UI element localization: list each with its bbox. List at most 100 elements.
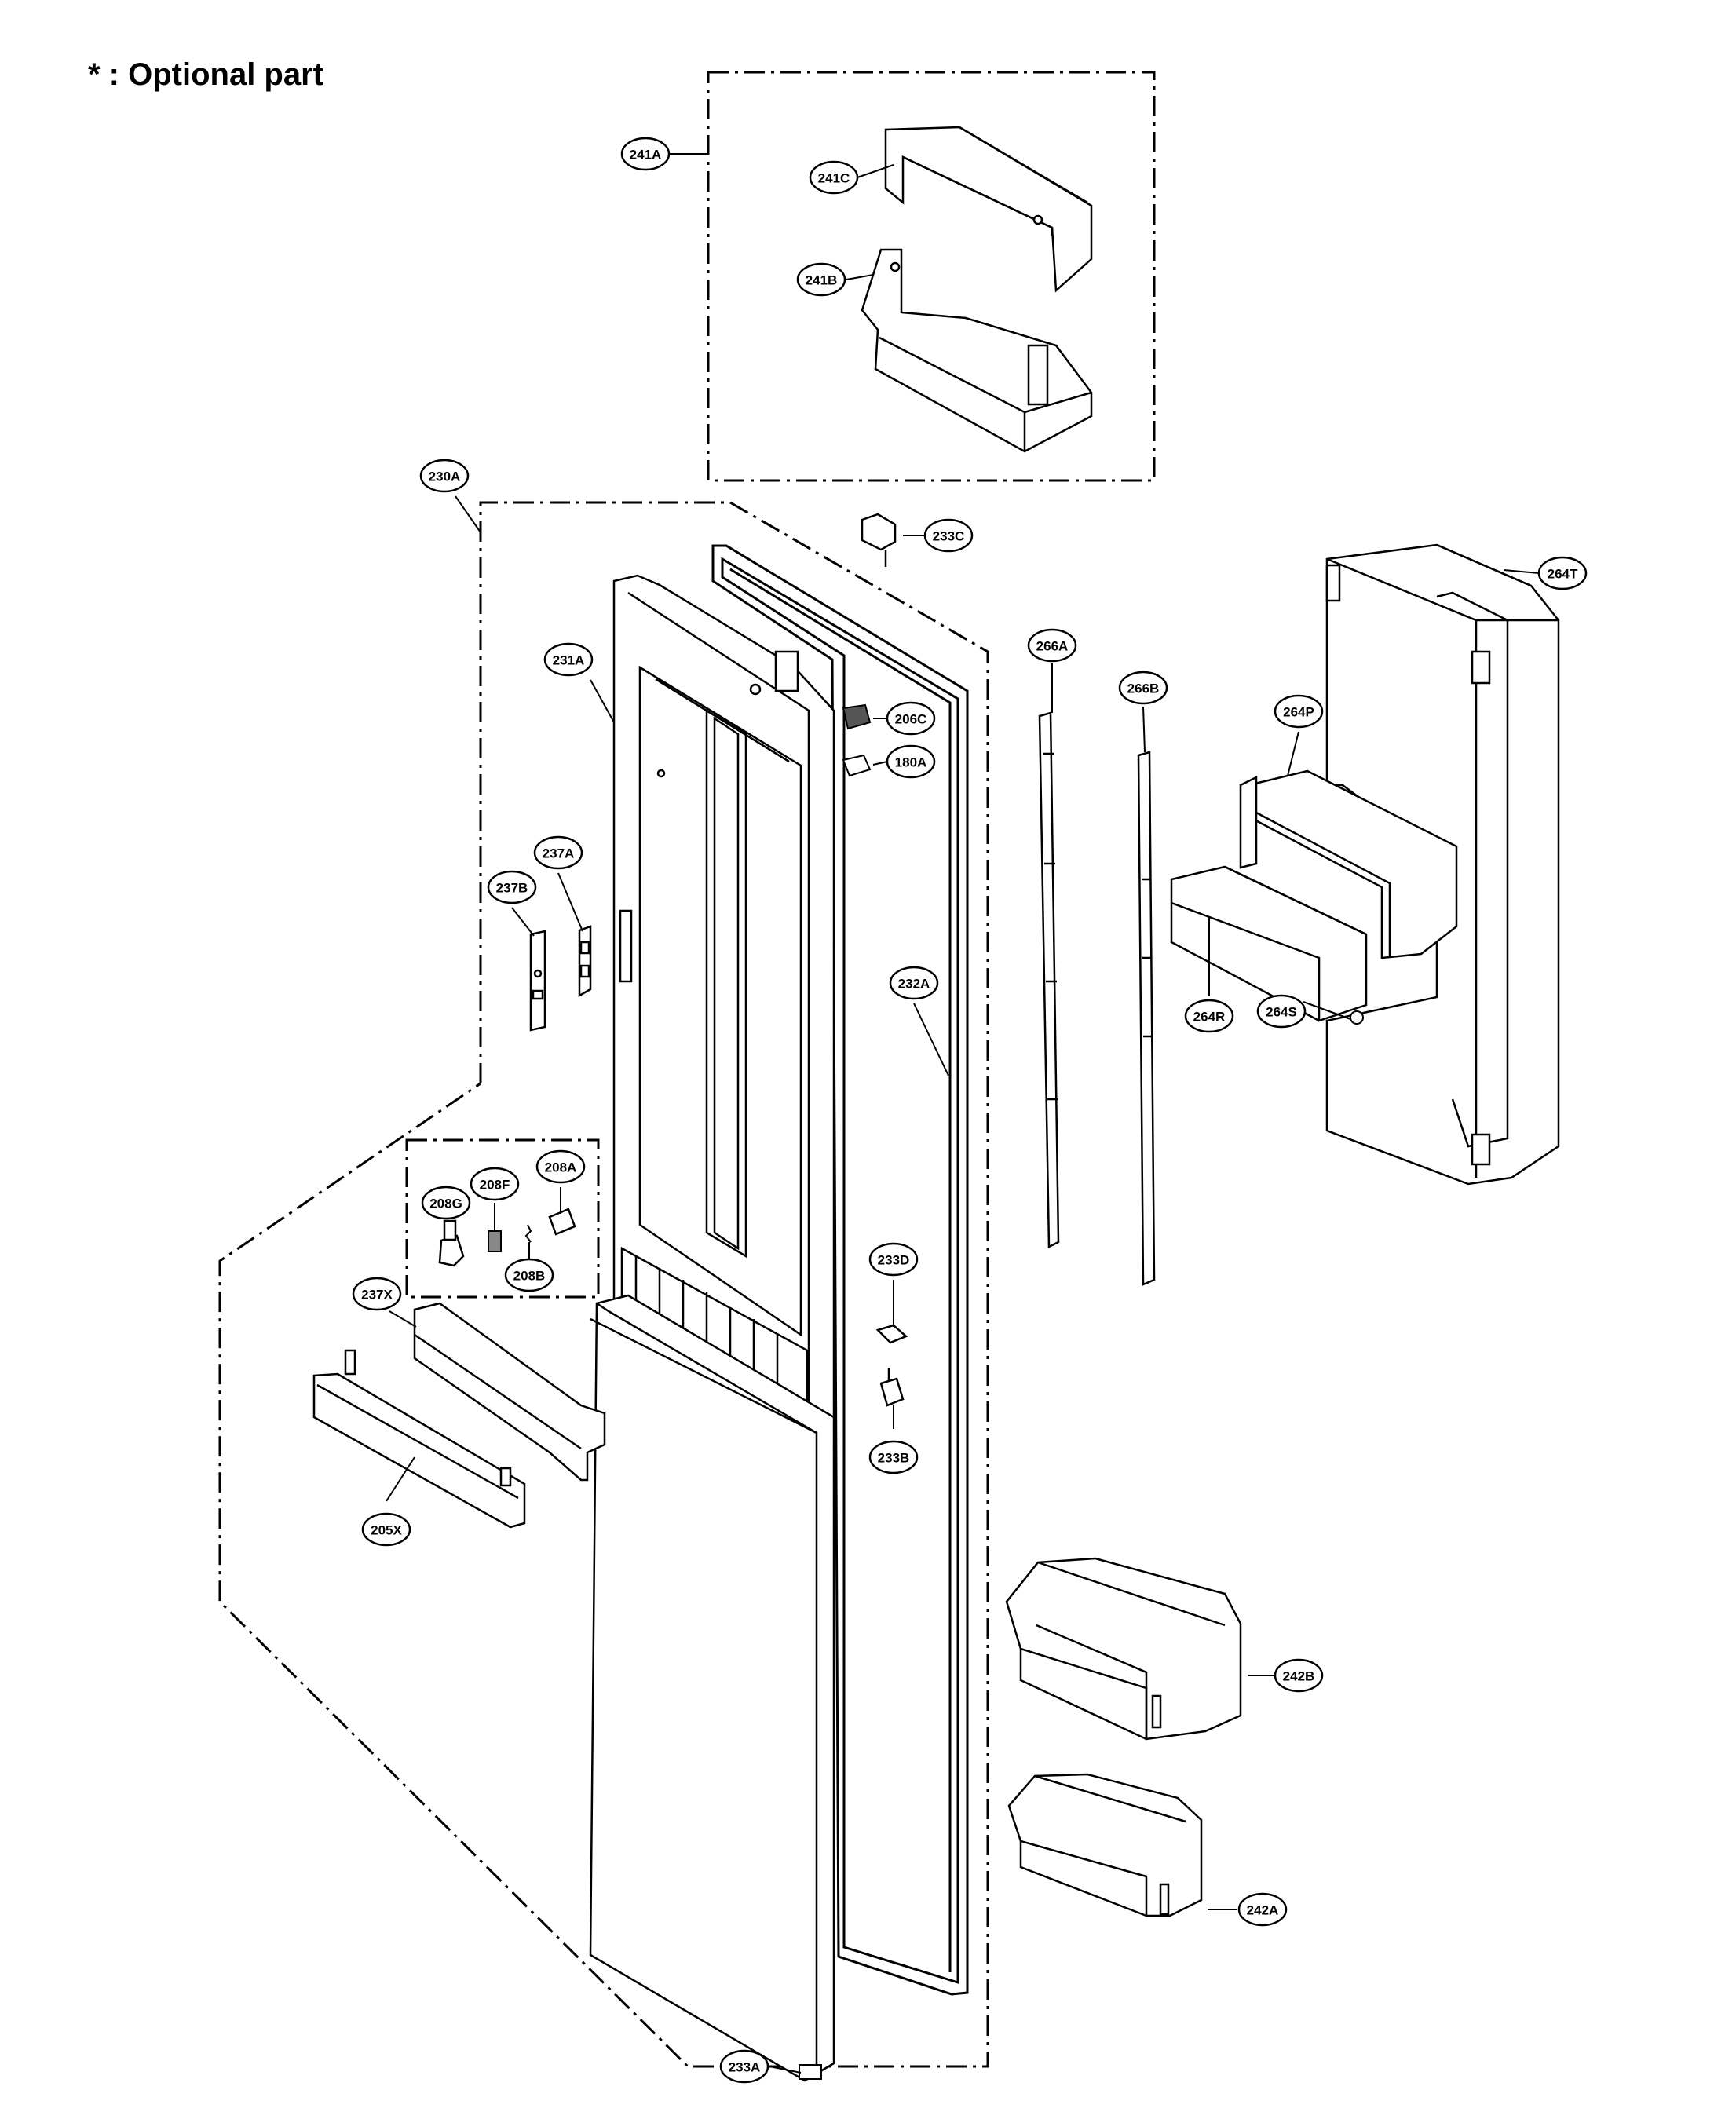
label-232A: 232A xyxy=(898,977,930,992)
label-264S: 264S xyxy=(1266,1005,1297,1020)
part-233C-hinge-cap xyxy=(861,513,897,567)
leader-264P xyxy=(1287,731,1299,776)
label-237A: 237A xyxy=(543,846,575,861)
part-264R-sub-bin xyxy=(1170,865,1368,1022)
label-241C: 241C xyxy=(818,171,850,186)
leader-230A xyxy=(455,495,481,533)
label-230A: 230A xyxy=(429,470,461,484)
part-241C-bin-cover xyxy=(884,126,1093,293)
callout-231A xyxy=(543,642,594,677)
part-233D-stopper xyxy=(875,1324,908,1344)
part-237B-strip xyxy=(529,930,546,1032)
part-237X-handle-cover xyxy=(413,1302,606,1482)
part-266B-rail xyxy=(1137,751,1156,1286)
label-264P: 264P xyxy=(1283,705,1314,720)
part-208B-spring xyxy=(524,1224,532,1243)
callout-241B xyxy=(796,262,846,297)
label-206C: 206C xyxy=(895,712,927,727)
callout-237A xyxy=(533,835,583,870)
part-264S-clip xyxy=(1350,1010,1364,1025)
label-266B: 266B xyxy=(1127,681,1160,696)
part-206C-cap xyxy=(842,703,872,730)
label-233B: 233B xyxy=(878,1451,910,1466)
leader-208G xyxy=(445,1220,448,1222)
callout-242B xyxy=(1274,1658,1324,1693)
part-231A-door-frame xyxy=(612,574,835,1438)
callout-233D xyxy=(868,1242,919,1277)
label-242B: 242B xyxy=(1283,1669,1315,1684)
label-241B: 241B xyxy=(806,273,838,288)
group-box-208 xyxy=(405,1138,600,1299)
callout-233B xyxy=(868,1440,919,1474)
callout-242A xyxy=(1237,1892,1288,1927)
label-266A: 266A xyxy=(1036,639,1069,654)
label-180A: 180A xyxy=(895,755,927,770)
leader-180A xyxy=(872,761,888,766)
label-233C: 233C xyxy=(933,529,965,544)
label-237X: 237X xyxy=(361,1288,393,1303)
part-264P-sub-bin xyxy=(1239,769,1458,959)
leader-237X xyxy=(389,1310,417,1328)
leader-237A xyxy=(557,872,583,932)
part-266A-rail xyxy=(1038,711,1060,1249)
label-242A: 242A xyxy=(1247,1903,1279,1918)
part-233B-hinge-pin xyxy=(879,1368,905,1407)
label-233D: 233D xyxy=(878,1253,910,1268)
optional-part-note: * : Optional part xyxy=(88,57,323,92)
leader-237B xyxy=(511,907,535,937)
label-231A: 231A xyxy=(553,653,585,668)
callout-241C xyxy=(809,160,859,195)
label-241A: 241A xyxy=(630,148,662,163)
leader-241B xyxy=(846,274,874,280)
part-208A-plate xyxy=(548,1208,576,1236)
part-180A-pad xyxy=(842,754,872,777)
callout-208F xyxy=(470,1167,520,1201)
callout-266B xyxy=(1118,671,1168,705)
part-237A-bracket xyxy=(578,925,592,998)
leader-233A xyxy=(769,2066,802,2074)
part-242B-door-bin xyxy=(1005,1557,1242,1741)
callout-230A xyxy=(419,459,470,493)
callout-206C xyxy=(886,701,936,736)
leader-266B xyxy=(1142,706,1146,753)
label-208F: 208F xyxy=(480,1178,510,1193)
callout-208B xyxy=(504,1258,554,1292)
callout-264R xyxy=(1184,999,1234,1033)
callout-237B xyxy=(487,870,537,904)
callout-232A xyxy=(889,966,939,1000)
label-208A: 208A xyxy=(545,1160,577,1175)
leader-264S xyxy=(1303,1001,1351,1020)
part-208F-lever xyxy=(488,1230,502,1252)
group-box-241A xyxy=(707,71,1156,482)
label-208G: 208G xyxy=(429,1197,462,1211)
callout-233C xyxy=(923,518,974,553)
part-232A-gasket xyxy=(711,544,969,1996)
callout-208G xyxy=(421,1186,471,1220)
label-264T: 264T xyxy=(1548,567,1578,582)
label-264R: 264R xyxy=(1193,1010,1226,1025)
callout-205X xyxy=(361,1512,411,1547)
leader-205X xyxy=(386,1456,415,1502)
part-230A-door-panel xyxy=(589,1294,835,2082)
leader-241C xyxy=(857,164,894,178)
part-208G-latch xyxy=(438,1219,465,1267)
callout-180A xyxy=(886,744,936,779)
callout-264P xyxy=(1274,694,1324,729)
callout-264S xyxy=(1256,994,1307,1029)
callout-237X xyxy=(352,1277,402,1311)
part-205X-handle-trim xyxy=(312,1349,526,1529)
callout-241A xyxy=(620,137,671,171)
part-241B-bin xyxy=(861,248,1093,453)
leader-264T xyxy=(1503,569,1540,574)
callout-233A xyxy=(719,2049,769,2084)
label-237B: 237B xyxy=(496,881,528,896)
label-233A: 233A xyxy=(729,2060,761,2075)
callout-208A xyxy=(535,1149,586,1184)
leader-231A xyxy=(590,679,615,723)
callout-266A xyxy=(1027,628,1077,663)
part-242A-door-bin xyxy=(1007,1773,1203,1917)
callout-264T xyxy=(1537,556,1588,590)
group-outline-230A xyxy=(218,501,989,2068)
leader-232A xyxy=(913,1003,949,1076)
label-205X: 205X xyxy=(371,1523,402,1538)
